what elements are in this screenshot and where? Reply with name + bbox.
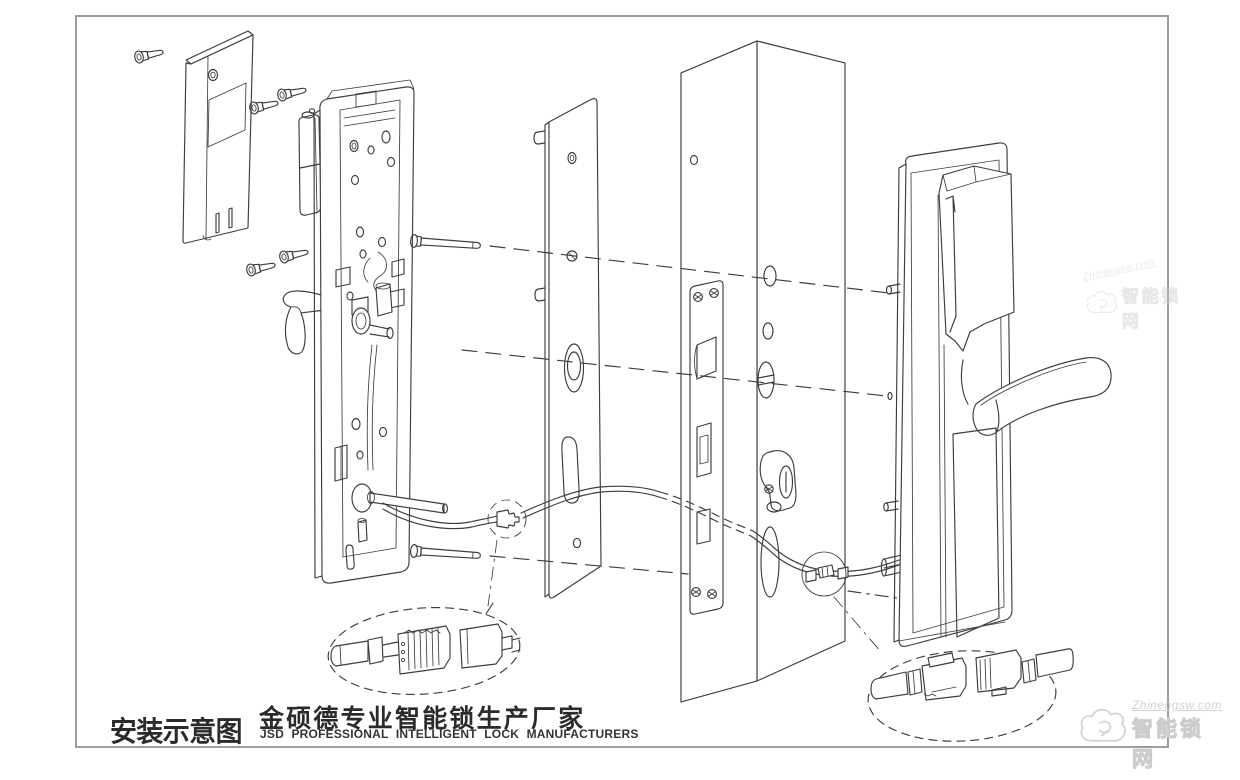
hinge-cylinder xyxy=(298,108,322,216)
watermark-site-url: Zhinengsw.com xyxy=(1132,698,1222,712)
latch-bolt xyxy=(694,336,717,380)
watermark-mid-right: Zhinengsw.com 智能锁网 xyxy=(1082,256,1182,333)
faceplate-screw xyxy=(709,288,719,298)
battery-cover-plate xyxy=(182,30,254,244)
drawing-border-frame xyxy=(75,15,1169,748)
mortise-faceplate xyxy=(689,280,724,615)
watermark-site-name: 智能锁网 xyxy=(1121,287,1181,331)
diagram-title: 安装示意图 xyxy=(110,716,243,747)
brand-name-cn: 金硕德专业智能锁生产厂家 xyxy=(259,705,586,733)
spindle-rod xyxy=(367,491,448,514)
faceplate-screw xyxy=(693,292,703,302)
cable-connector-small-right xyxy=(801,551,849,597)
deadbolt-slot xyxy=(696,422,712,478)
lock-cylinder xyxy=(759,450,797,513)
watermark-site-name: 智能锁网 xyxy=(1132,718,1204,772)
faceplate-screw xyxy=(691,587,701,597)
faceplate-screw xyxy=(707,589,717,599)
interior-handle xyxy=(282,290,325,355)
connection-cable xyxy=(382,485,900,653)
mounting-plate xyxy=(533,97,602,599)
cloud-icon xyxy=(1086,291,1118,313)
female-connector xyxy=(459,623,521,669)
cable-connector-small-left xyxy=(487,499,527,539)
reader-module xyxy=(938,165,1015,352)
brand-name-en: JSD PROFESSIONAL INTELLIGENT LOCK MANUFA… xyxy=(260,727,639,741)
interior-lock-body xyxy=(282,79,448,584)
cloud-icon xyxy=(1080,708,1126,742)
male-connector xyxy=(870,652,967,701)
exterior-handle xyxy=(960,357,1112,436)
male-connector xyxy=(330,625,451,675)
watermark-bottom-right: Zhinengsw.com 智能锁网 xyxy=(1076,698,1226,773)
connector-detail-right xyxy=(867,648,1074,742)
female-connector xyxy=(975,648,1074,697)
exterior-lock-panel xyxy=(880,142,1112,647)
connector-detail-left xyxy=(327,602,521,695)
